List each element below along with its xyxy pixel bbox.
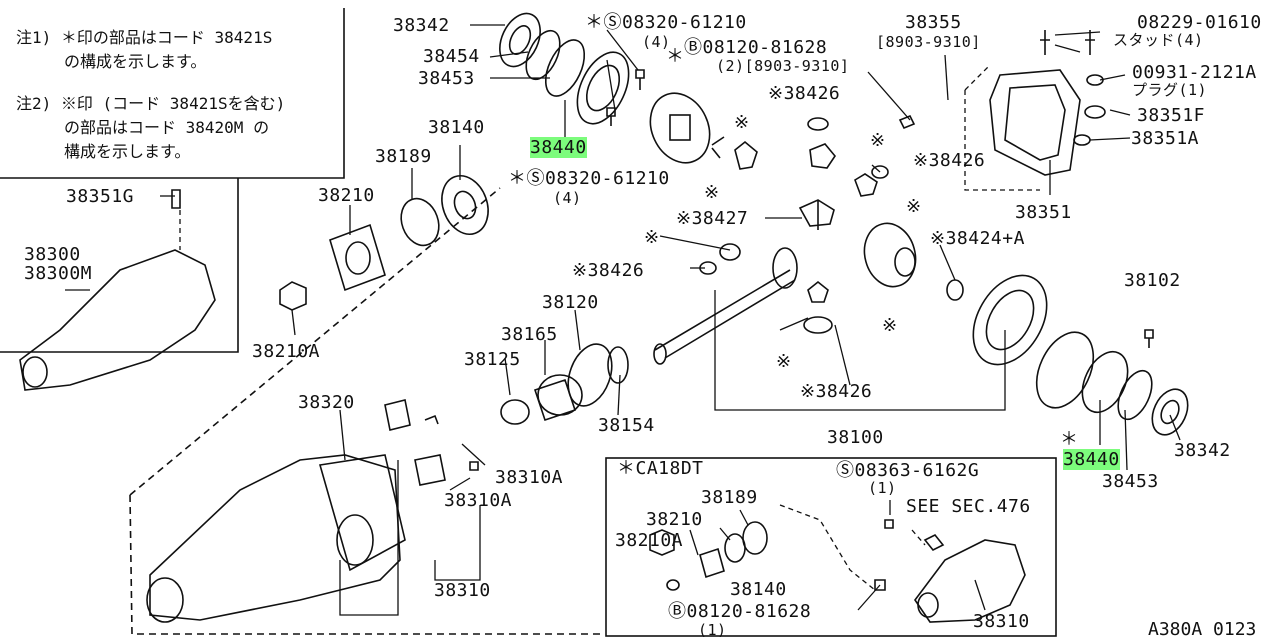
diff-case-center [863,222,964,301]
part-38320[interactable]: 38320 [298,392,355,413]
part-38440-bottom[interactable]: 38440 [1063,449,1120,470]
bolt-08320-mid-qty: (4) [553,189,582,207]
part-38426-c[interactable]: ※38426 [572,260,645,281]
part-38310A-1[interactable]: 38310A [495,467,564,488]
part-38102[interactable]: 38102 [1124,270,1181,291]
inset-bolt-08120-qty: (1) [698,621,727,639]
part-38454[interactable]: 38454 [423,46,480,67]
part-38310A-2[interactable]: 38310A [444,490,513,511]
part-38427[interactable]: ※38427 [676,208,749,229]
bolt-08320-top[interactable]: ＊Ⓢ08320-61210 [585,12,747,33]
note-2-line-3: 構成を示します。 [64,142,191,161]
note-2-line-1: 注2) ※印 (コード 38421Sを含む) [16,94,286,113]
mark-1: ※ [734,112,750,133]
inset-part-38310[interactable]: 38310 [973,611,1030,632]
inset-artwork [649,519,1026,623]
part-38300[interactable]: 38300 [24,244,81,265]
bearing-group-top [499,12,630,125]
inset-title: ＊CA18DT [617,458,704,479]
mark-4: ※ [906,196,922,217]
carrier-housing [146,399,479,623]
part-38355[interactable]: 38355 [905,12,962,33]
ring-gear [972,274,1048,366]
inset-part-38210A[interactable]: 38210A [615,530,684,551]
part-38426-d[interactable]: ※38426 [800,381,873,402]
rear-cover [989,30,1106,176]
part-38426-a[interactable]: ※38426 [768,83,841,104]
part-38440-top[interactable]: 38440 [530,137,587,158]
part-38165[interactable]: 38165 [501,324,558,345]
mark-6: ※ [882,315,898,336]
diff-assembly-thumbnail [19,189,216,391]
part-38342-top[interactable]: 38342 [393,15,450,36]
part-38453-bottom[interactable]: 38453 [1102,471,1159,492]
part-38100[interactable]: 38100 [827,427,884,448]
part-38351A[interactable]: 38351A [1131,128,1200,149]
notes-frame [0,8,345,179]
note-1-line-2: の構成を示します。 [64,52,207,71]
mark-3: ※ [704,182,720,203]
diff-carrier-top [649,92,725,164]
drive-pinion [653,247,798,365]
inset-bolt-08120[interactable]: Ⓑ08120-81628 [668,601,812,622]
dashed-outline-main [129,187,600,635]
part-38120[interactable]: 38120 [542,292,599,313]
inset-bolt-08363-qty: (1) [868,479,897,497]
part-38351[interactable]: 38351 [1015,202,1072,223]
bearing-group-right [1035,329,1189,436]
part-08229[interactable]: 08229-01610 [1137,12,1262,33]
part-38453-top[interactable]: 38453 [418,68,475,89]
diagram-reference: A380A 0123 [1148,619,1257,640]
note-2-line-2: の部品はコード 38420M の [64,118,270,137]
assembly-frame [0,178,239,353]
star-2: ＊ [1060,429,1079,450]
small-bolts-top [606,69,916,130]
flange-and-seal [279,175,489,311]
part-38426-b[interactable]: ※38426 [913,150,986,171]
part-38351F[interactable]: 38351F [1137,105,1206,126]
star-1: ＊ [666,46,685,67]
part-38355-range: [8903-9310] [876,33,981,51]
part-38300M[interactable]: 38300M [24,263,93,284]
part-38210A[interactable]: 38210A [252,341,321,362]
bolt-08320-mid[interactable]: ＊Ⓢ08320-61210 [508,168,670,189]
inset-bolt-08363[interactable]: Ⓢ08363-6162G [836,460,980,481]
part-38351G[interactable]: 38351G [66,186,135,207]
dashed-leaders [179,64,1040,591]
part-38125[interactable]: 38125 [464,349,521,370]
part-38154[interactable]: 38154 [598,415,655,436]
leader-lines [65,24,1181,616]
note-1-line-1: 注1) ＊印の部品はコード 38421S [16,28,273,47]
bolt-08320-top-qty: (4) [642,33,671,51]
mark-5: ※ [644,227,660,248]
part-38189[interactable]: 38189 [375,146,432,167]
part-38140[interactable]: 38140 [428,117,485,138]
part-38210[interactable]: 38210 [318,185,375,206]
pinion-bearing-stack [500,343,629,425]
part-00931[interactable]: 00931-2121A [1132,62,1257,83]
stud-label: スタッド(4) [1113,31,1204,49]
inset-see-sec-476[interactable]: SEE SEC.476 [906,496,1031,517]
inset-part-38140[interactable]: 38140 [730,579,787,600]
part-38440-top-number: 38440 [530,137,587,158]
plug-label: プラグ(1) [1132,81,1208,99]
part-38342-bottom[interactable]: 38342 [1174,440,1231,461]
bolt-08120-top-qty: (2)[8903-9310] [716,57,850,75]
mark-2: ※ [870,130,886,151]
inset-part-38189[interactable]: 38189 [701,487,758,508]
part-38424[interactable]: ※38424+A [930,228,1025,249]
inset-part-38210[interactable]: 38210 [646,509,703,530]
bolt-08120-top[interactable]: Ⓑ08120-81628 [684,37,828,58]
part-38310[interactable]: 38310 [434,580,491,601]
inset-frame [605,457,1057,637]
mark-7: ※ [776,351,792,372]
part-38440-bottom-number: 38440 [1063,449,1120,470]
spider-gears [699,117,889,334]
